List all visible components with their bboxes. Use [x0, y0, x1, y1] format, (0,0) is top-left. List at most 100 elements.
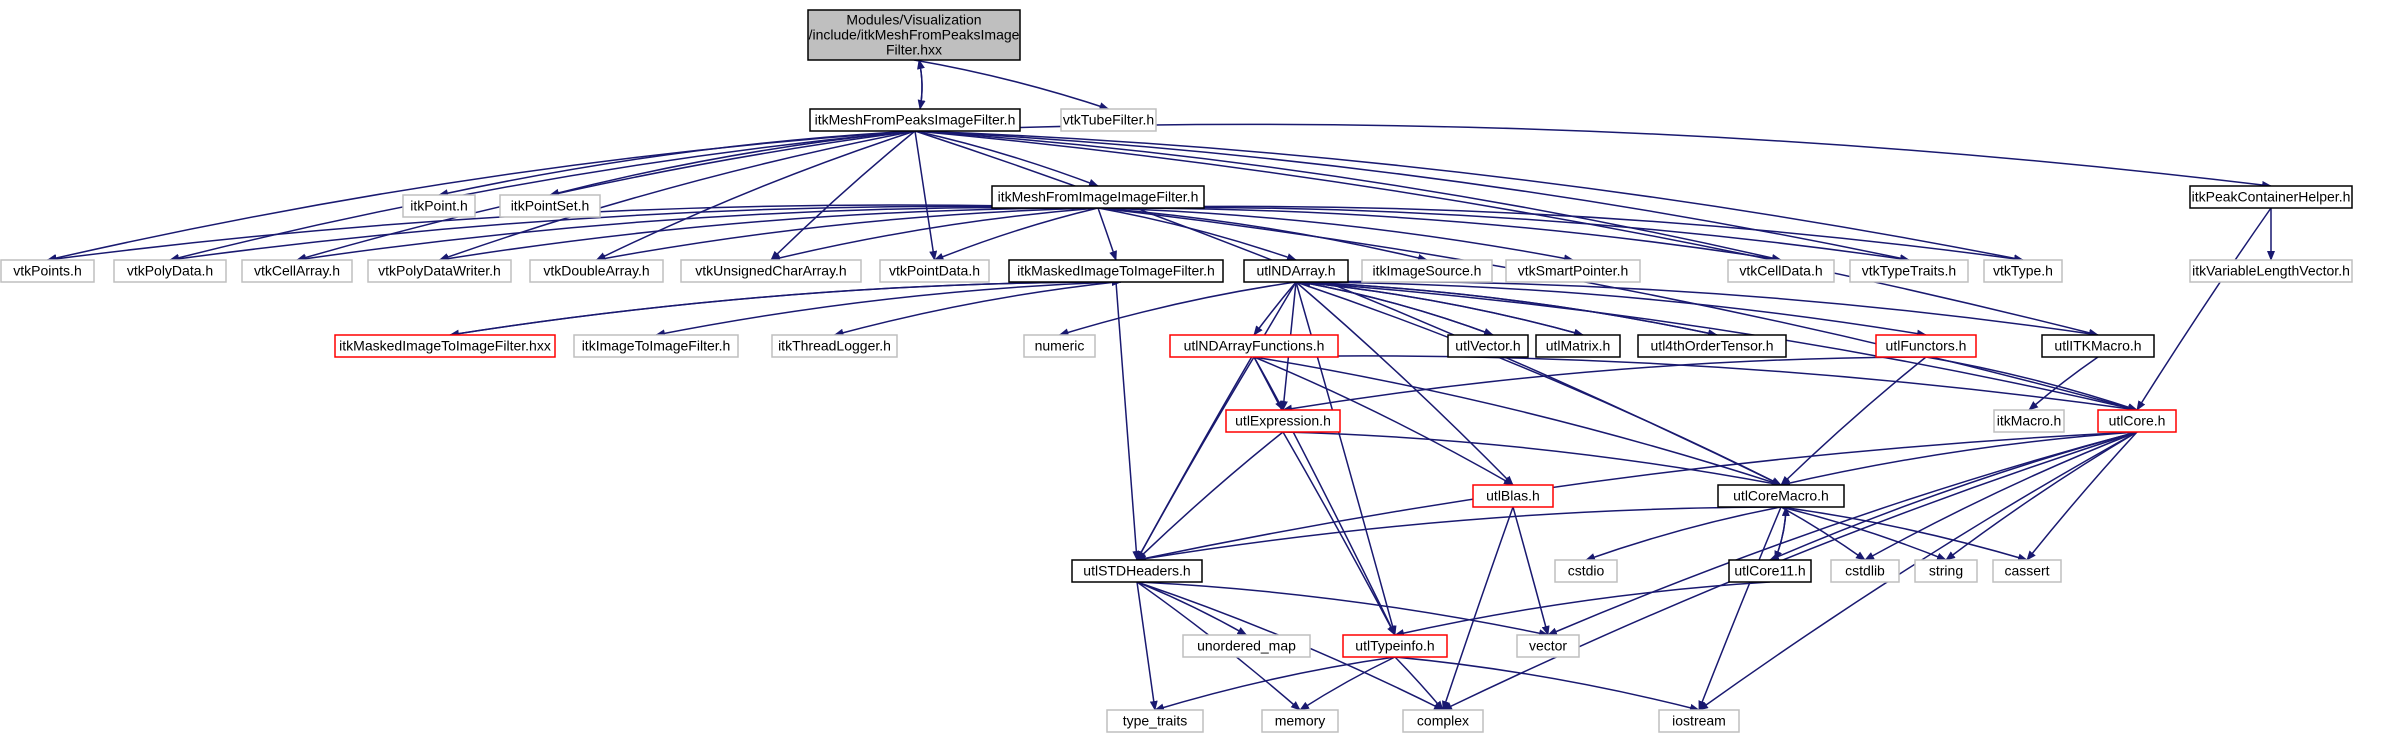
dependency-edge: [1512, 506, 1550, 636]
dependency-edge: [655, 281, 1117, 338]
dependency-edge: [1136, 581, 1158, 711]
dependency-edge: [913, 59, 1110, 110]
dependency-edge: [1780, 356, 1927, 486]
graph-node-vtkpoints: vtkPoints.h: [0, 259, 95, 283]
dependency-edge: [1058, 281, 1297, 337]
dependency-edge: [1136, 581, 1248, 636]
node-label: numeric: [1035, 338, 1085, 354]
node-label: vtkPolyData.h: [127, 263, 213, 279]
node-box: [1992, 559, 2062, 583]
dependency-edge: [1115, 281, 1141, 561]
dependency-edge: [1780, 506, 1866, 561]
graph-node-expr[interactable]: utlExpression.h: [1225, 409, 1341, 433]
node-label: utlFunctors.h: [1886, 338, 1967, 354]
dependency-edge: [1295, 281, 1782, 486]
graph-node-core11[interactable]: utlCore11.h: [1728, 559, 1812, 583]
node-label: itkMeshFromPeaksImageFilter.h: [815, 112, 1016, 128]
node-box: [771, 334, 898, 358]
dependency-edge: [914, 123, 2272, 189]
graph-node-functors[interactable]: utlFunctors.h: [1875, 334, 1977, 358]
node-label: utlCore11.h: [1734, 563, 1805, 579]
graph-node-unordered: unordered_map: [1182, 634, 1311, 658]
graph-node-typeinfo[interactable]: utlTypeinfo.h: [1342, 634, 1448, 658]
graph-node-tensor[interactable]: utl4thOrderTensor.h: [1637, 334, 1787, 358]
graph-node-masked[interactable]: itkMaskedImageToImageFilter.h: [1008, 259, 1224, 283]
dependency-edge: [1295, 281, 1514, 486]
graph-node-std[interactable]: utlSTDHeaders.h: [1071, 559, 1203, 583]
dependency-edge: [1136, 431, 1284, 561]
nodes-layer: Modules/Visualization/include/itkMeshFro…: [0, 9, 2353, 733]
graph-node-maskedhxx[interactable]: itkMaskedImageToImageFilter.hxx: [334, 334, 556, 358]
dependency-edge: [1300, 278, 1584, 336]
dependency-edge: [1780, 506, 2028, 562]
graph-node-root[interactable]: Modules/Visualization/include/itkMeshFro…: [807, 9, 1021, 61]
node-label: itkThreadLogger.h: [778, 338, 891, 354]
node-box: [1554, 559, 1618, 583]
node-box: [1983, 259, 2063, 283]
dependency-edge: [449, 277, 1122, 336]
graph-node-varlen: itkVariableLengthVector.h: [2189, 259, 2353, 283]
node-box: [1727, 259, 1835, 283]
dependency-edge: [1097, 207, 1117, 261]
graph-node-blas[interactable]: utlBlas.h: [1472, 484, 1554, 508]
node-box: [2097, 409, 2177, 433]
graph-node-peak[interactable]: itkPeakContainerHelper.h: [2189, 185, 2353, 209]
node-label: itkImageToImageFilter.h: [582, 338, 731, 354]
node-box: [1182, 634, 1311, 658]
dependency-edge: [1136, 431, 2138, 563]
graph-node-iostream: iostream: [1658, 709, 1740, 733]
graph-node-ndfunc[interactable]: utlNDArrayFunctions.h: [1169, 334, 1339, 358]
node-label: vtkCellArray.h: [254, 263, 340, 279]
dependency-edge: [595, 207, 1099, 263]
node-label: vtkPointData.h: [889, 263, 980, 279]
node-box: [1637, 334, 1787, 358]
node-box: [2189, 185, 2353, 209]
dependency-edge: [1774, 506, 1790, 561]
node-box: [1658, 709, 1740, 733]
dependency-edge: [1300, 279, 1494, 336]
dependency-edge: [1945, 431, 2138, 561]
node-label: utlExpression.h: [1235, 413, 1331, 429]
node-label: vtkSmartPointer.h: [1518, 263, 1629, 279]
node-box: [1071, 559, 1203, 583]
node-label: utlTypeinfo.h: [1355, 638, 1434, 654]
node-box: [402, 194, 476, 218]
dependency-edge: [1097, 206, 1910, 263]
dependency-edge: [1282, 431, 1396, 636]
dependency-edge: [1394, 656, 1700, 712]
graph-node-itkmacroutl[interactable]: utlITKMacro.h: [2041, 334, 2155, 358]
node-box: [1505, 259, 1641, 283]
dependency-edge: [1136, 356, 1255, 561]
graph-node-matrix[interactable]: utlMatrix.h: [1535, 334, 1621, 358]
node-label: iostream: [1672, 713, 1726, 729]
node-label: /include/itkMeshFromPeaksImage: [809, 27, 1020, 43]
node-label: type_traits: [1123, 713, 1188, 729]
dependency-edge: [1253, 356, 1514, 486]
dependency-edge: [1295, 281, 1927, 338]
node-label: vector: [1529, 638, 1567, 654]
node-box: [1830, 559, 1900, 583]
node-label: utlBlas.h: [1486, 488, 1540, 504]
graph-node-mfp[interactable]: itkMeshFromPeaksImageFilter.h: [809, 108, 1021, 132]
node-box: [499, 194, 601, 218]
node-box: [2041, 334, 2155, 358]
node-box: [1342, 634, 1448, 658]
graph-node-vtkdoublearray: vtkDoubleArray.h: [529, 259, 664, 283]
dependency-edge: [1698, 506, 1782, 711]
dependency-edge: [2028, 356, 2099, 411]
graph-node-vector[interactable]: utlVector.h: [1447, 334, 1529, 358]
node-box: [1717, 484, 1845, 508]
dependency-edge: [914, 130, 2024, 263]
graph-node-coremacro[interactable]: utlCoreMacro.h: [1717, 484, 1845, 508]
node-label: utlCore.h: [2109, 413, 2166, 429]
dependency-edge: [549, 130, 916, 197]
graph-node-core[interactable]: utlCore.h: [2097, 409, 2177, 433]
node-box: [367, 259, 512, 283]
dependency-edge: [1136, 506, 1782, 563]
graph-node-itkmacro: itkMacro.h: [1993, 409, 2065, 433]
node-label: utlCoreMacro.h: [1733, 488, 1829, 504]
graph-node-ndarray[interactable]: utlNDArray.h: [1243, 259, 1349, 283]
graph-node-mfi[interactable]: itkMeshFromImageImageFilter.h: [991, 185, 1205, 209]
node-box: [1261, 709, 1339, 733]
